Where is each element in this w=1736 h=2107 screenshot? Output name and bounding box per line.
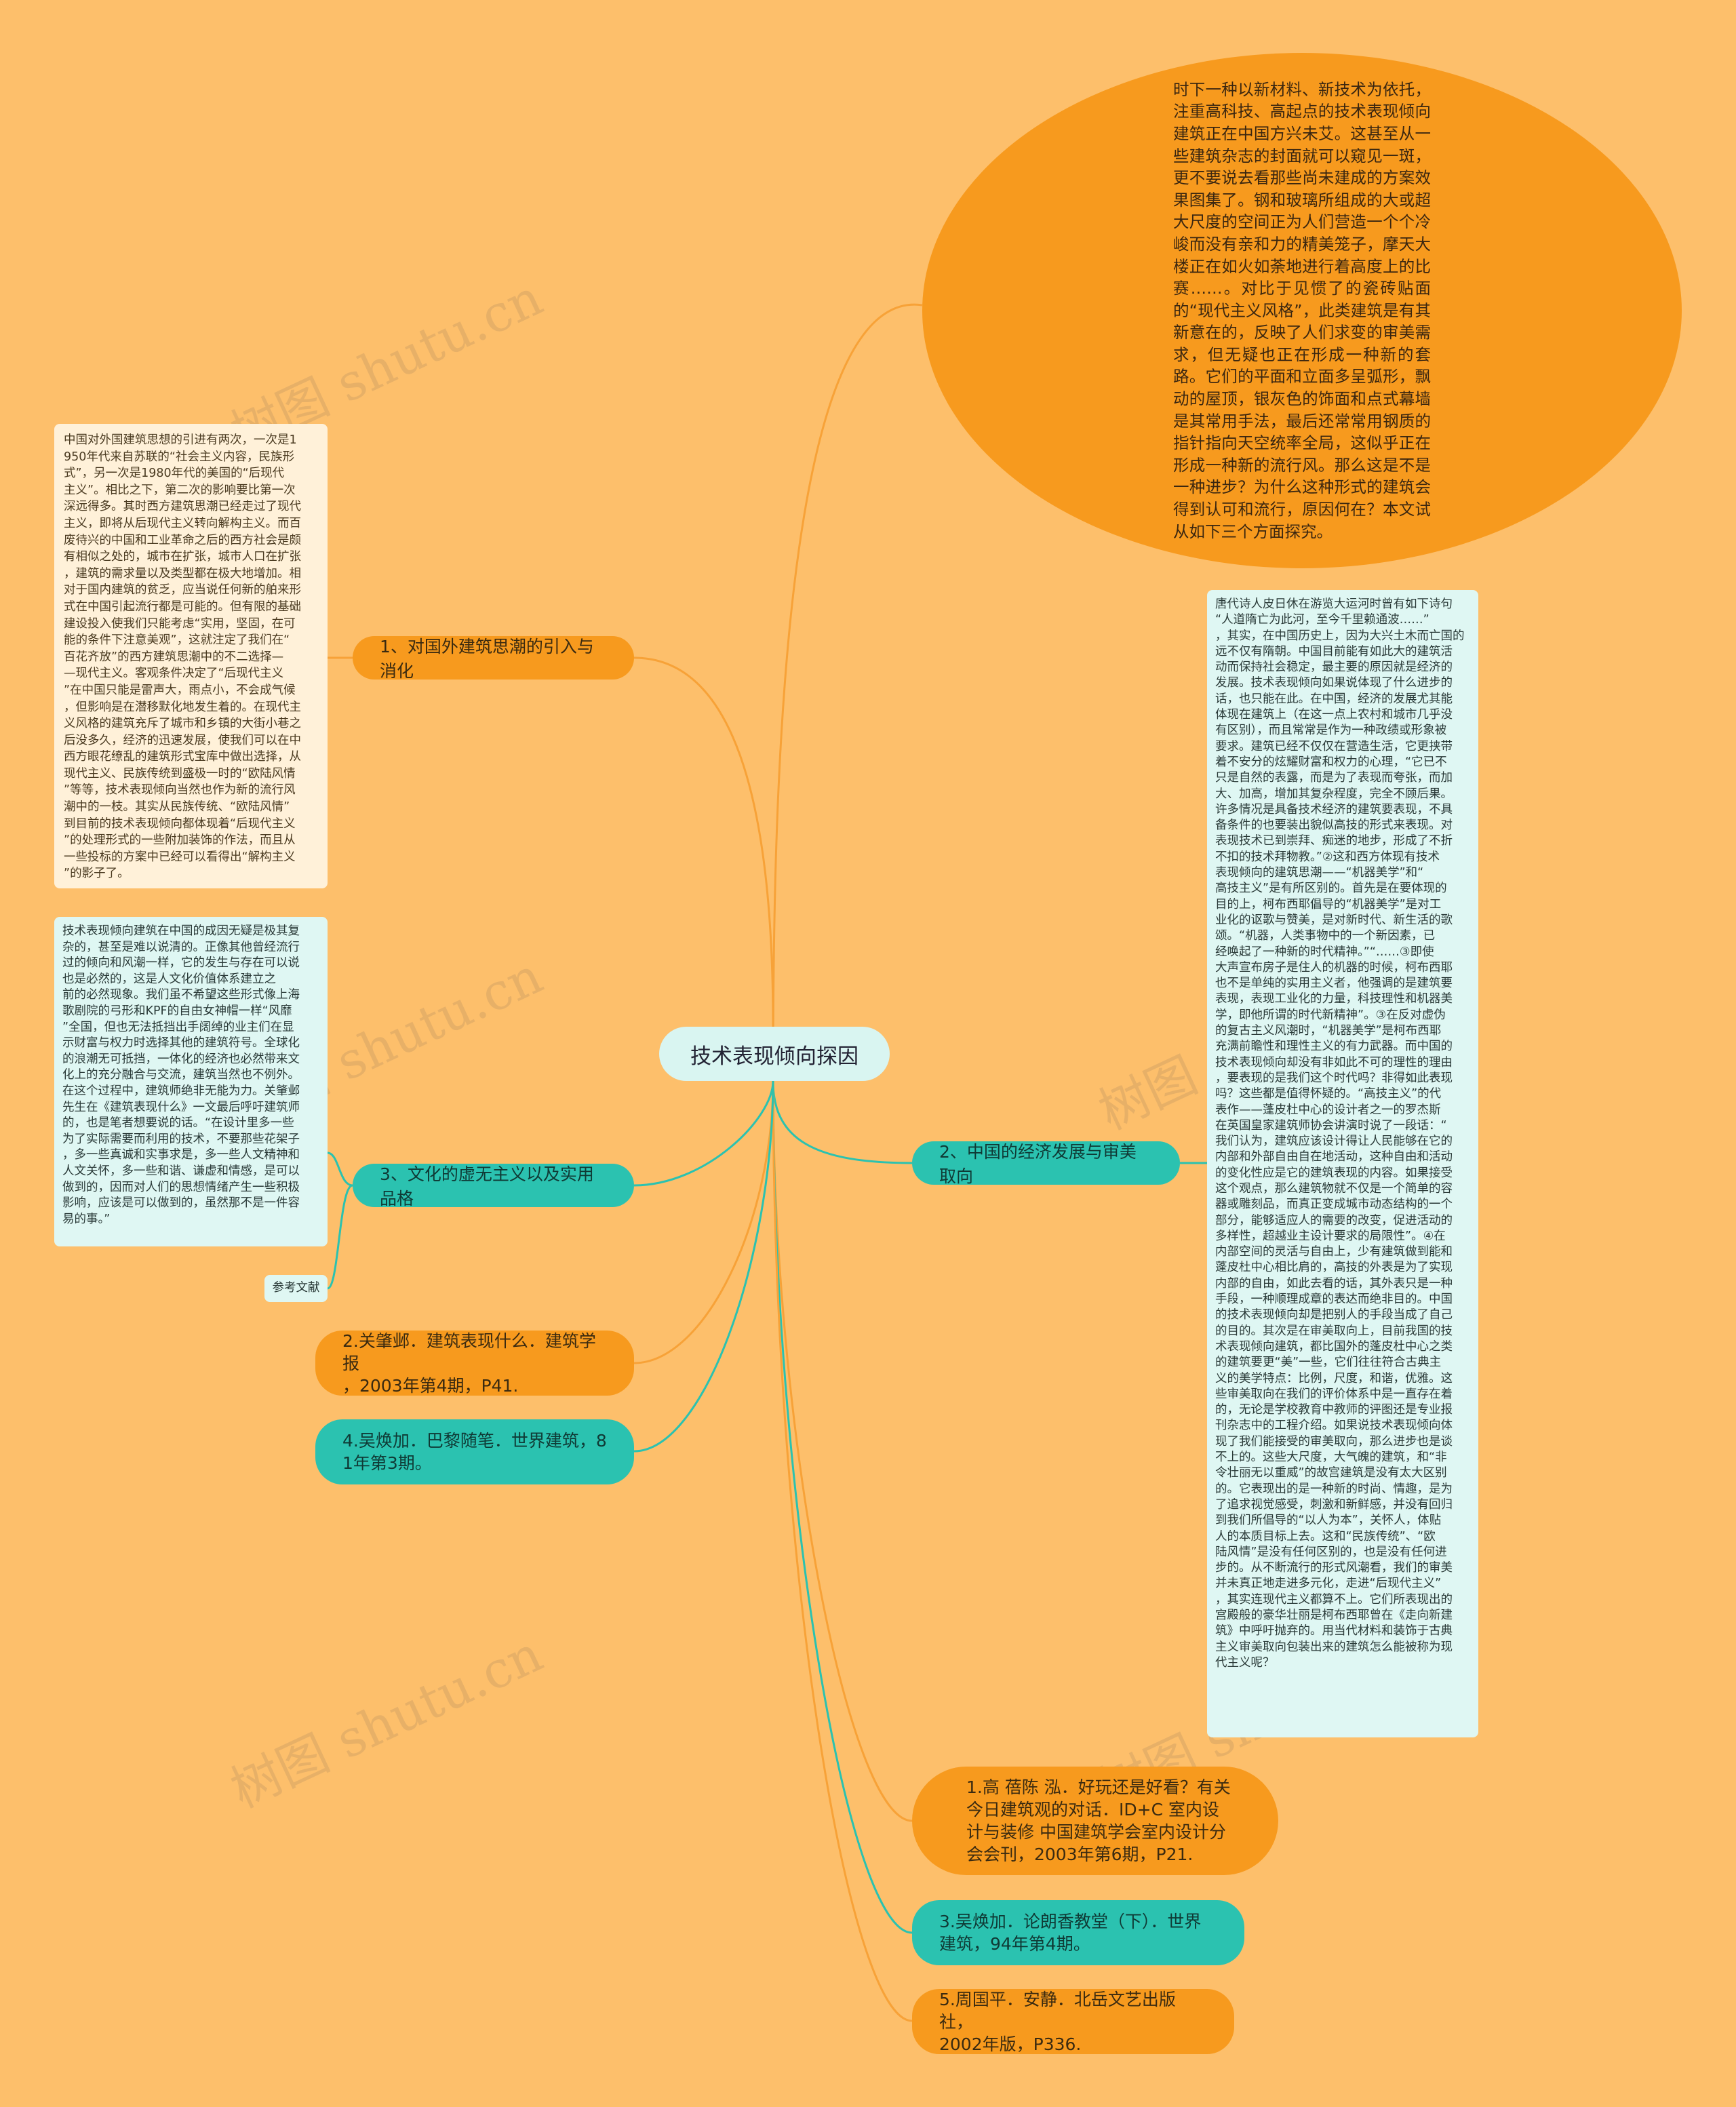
link-branch2 bbox=[772, 1080, 913, 1164]
branch2-node[interactable]: 2、中国的经济发展与审美取向 bbox=[912, 1141, 1180, 1186]
branch3-label: 3、文化的虚无主义以及实用品格 bbox=[380, 1164, 594, 1208]
branch2-detail[interactable]: 唐代诗人皮日休在游览大运河时曾有如下诗句 “人道隋亡为此河，至今千里赖通波……”… bbox=[1207, 590, 1478, 1737]
link-branch3 bbox=[633, 1080, 774, 1187]
link-branch1 bbox=[633, 656, 774, 1027]
reference-3-text: 3.吴焕加．论朗香教堂（下）．世界 建筑，94年第4期。 bbox=[939, 1912, 1202, 1954]
reference-4[interactable]: 4.吴焕加．巴黎随笔．世界建筑，8 1年第3期。 bbox=[315, 1419, 634, 1484]
reference-5-text: 5.周国平．安静．北岳文艺出版社， 2002年版，P336. bbox=[939, 1989, 1176, 2054]
branch3-detail-text: 技术表现倾向建筑在中国的成因无疑是极其复 杂的，甚至是难以说清的。正像其他曾经流… bbox=[62, 924, 300, 1226]
link-intro bbox=[772, 303, 923, 1082]
references-label-text: 参考文献 bbox=[272, 1281, 320, 1295]
link-r4 bbox=[633, 1080, 774, 1453]
link-r2 bbox=[633, 1080, 774, 1364]
intro-text: 时下一种以新材料、新技术为依托，注重高科技、高起点的技术表现倾向建筑正在中国方兴… bbox=[1173, 79, 1431, 541]
reference-5[interactable]: 5.周国平．安静．北岳文艺出版社， 2002年版，P336. bbox=[912, 1989, 1234, 2054]
reference-1-text: 1.高 蓓陈 泓．好玩还是好看？有关 今日建筑观的对话．ID+C 室内设 计与装… bbox=[966, 1777, 1231, 1864]
reference-4-text: 4.吴焕加．巴黎随笔．世界建筑，8 1年第3期。 bbox=[342, 1431, 607, 1473]
branch3-node[interactable]: 3、文化的虚无主义以及实用品格 bbox=[353, 1164, 634, 1208]
reference-3[interactable]: 3.吴焕加．论朗香教堂（下）．世界 建筑，94年第4期。 bbox=[912, 1900, 1244, 1965]
reference-2[interactable]: 2.关肇邺．建筑表现什么．建筑学报 ，2003年第4期，P41. bbox=[315, 1331, 634, 1396]
link-r3 bbox=[772, 1080, 913, 1934]
reference-1[interactable]: 1.高 蓓陈 泓．好玩还是好看？有关 今日建筑观的对话．ID+C 室内设 计与装… bbox=[912, 1767, 1278, 1875]
link-r1 bbox=[772, 1080, 913, 1822]
branch2-detail-text: 唐代诗人皮日休在游览大运河时曾有如下诗句 “人道隋亡为此河，至今千里赖通波……”… bbox=[1215, 597, 1465, 1670]
link-branch3-detail bbox=[327, 1151, 353, 1187]
branch1-label: 1、对国外建筑思潮的引入与消化 bbox=[380, 637, 594, 681]
reference-2-text: 2.关肇邺．建筑表现什么．建筑学报 ，2003年第4期，P41. bbox=[342, 1331, 596, 1396]
branch3-detail[interactable]: 技术表现倾向建筑在中国的成因无疑是极其复 杂的，甚至是难以说清的。正像其他曾经流… bbox=[54, 917, 328, 1246]
references-label[interactable]: 参考文献 bbox=[264, 1275, 328, 1302]
intro-bubble[interactable]: 时下一种以新材料、新技术为依托，注重高科技、高起点的技术表现倾向建筑正在中国方兴… bbox=[922, 53, 1682, 568]
branch1-detail-text: 中国对外国建筑思想的引进有两次，一次是1 950年代来自苏联的“社会主义内容，民… bbox=[64, 433, 301, 881]
branch1-detail[interactable]: 中国对外国建筑思想的引进有两次，一次是1 950年代来自苏联的“社会主义内容，民… bbox=[54, 424, 328, 888]
link-branch3-ref bbox=[327, 1184, 353, 1290]
branch2-label: 2、中国的经济发展与审美取向 bbox=[939, 1142, 1137, 1186]
branch1-node[interactable]: 1、对国外建筑思潮的引入与消化 bbox=[353, 636, 634, 681]
link-r5 bbox=[772, 1080, 913, 2022]
root-topic[interactable]: 技术表现倾向探因 bbox=[659, 1027, 890, 1081]
